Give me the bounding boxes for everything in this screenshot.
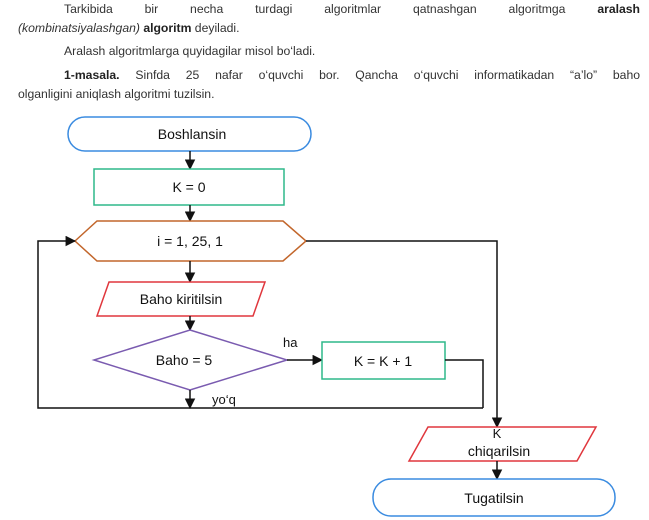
- arrow-loop-exit: [306, 240, 503, 429]
- arrow-increment-return: [445, 359, 484, 408]
- no-label: yo‘q: [212, 392, 236, 407]
- end-label: Tugatilsin: [464, 490, 523, 506]
- input-parallelogram: [95, 281, 267, 317]
- task-line-1: 1-masala. Sinfda 25 nafar o‘quvchi bor. …: [18, 66, 640, 85]
- output-label-line1: K: [493, 426, 502, 441]
- intro-term-algoritm: algoritm: [143, 21, 192, 35]
- intro-term-italic: (kombinatsiyalashgan): [18, 21, 140, 35]
- intro-text-1a: Tarkibida bir necha turdagi algoritmlar …: [64, 2, 566, 16]
- intro-line-1: Tarkibida bir necha turdagi algoritmlar …: [18, 0, 640, 19]
- intro-text-2-rest: deyiladi.: [194, 21, 240, 35]
- input-label: Baho kiritilsin: [140, 291, 222, 307]
- increment-process: [321, 341, 446, 380]
- init-label: K = 0: [172, 179, 205, 195]
- condition-label: Baho = 5: [156, 352, 213, 368]
- start-label: Boshlansin: [158, 126, 227, 142]
- task-line-2: olganligini aniqlash algoritmi tuzilsin.: [18, 87, 215, 101]
- init-process: [93, 168, 285, 206]
- yes-label: ha: [283, 335, 298, 350]
- end-terminal: [372, 478, 616, 517]
- intro-line-2: (kombinatsiyalashgan) algoritm deyiladi.: [18, 19, 640, 38]
- task-text-1: Sinfda 25 nafar o‘quvchi bor. Qancha o‘q…: [135, 68, 640, 82]
- intro-line-3: Aralash algoritmlarga quyidagilar misol …: [64, 44, 316, 58]
- output-label-line2: chiqarilsin: [468, 443, 530, 459]
- task-label: 1-masala.: [64, 68, 120, 82]
- loop-label: i = 1, 25, 1: [157, 233, 223, 249]
- loop-return-line: [37, 235, 483, 409]
- increment-label: K = K + 1: [354, 353, 413, 369]
- output-parallelogram: [407, 426, 598, 462]
- intro-term-aralash: aralash: [597, 2, 640, 16]
